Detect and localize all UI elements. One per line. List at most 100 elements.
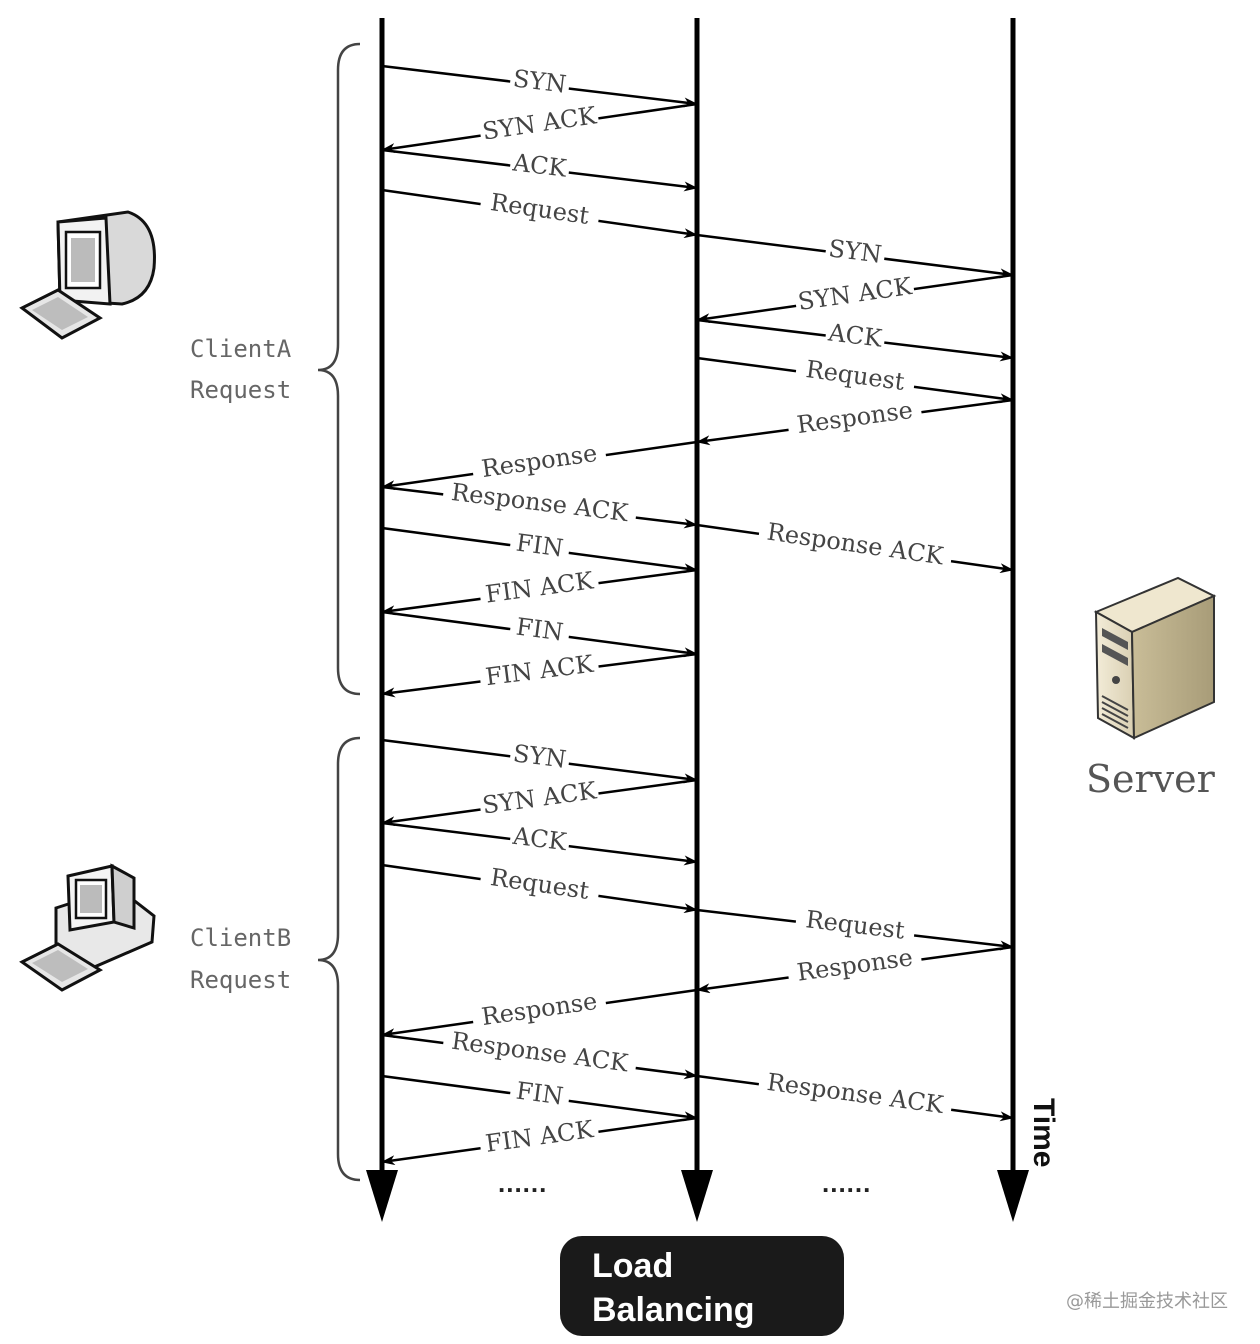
message-label: SYN ACK — [796, 272, 914, 316]
message-3: ACK — [381, 148, 698, 192]
message-22: Response — [696, 943, 1014, 994]
message-label: Response — [795, 396, 914, 439]
message-label-background — [471, 988, 608, 1033]
server-label: Server — [1086, 757, 1216, 801]
message-label: FIN ACK — [484, 566, 596, 608]
server-icon — [1093, 576, 1217, 740]
message-label: FIN — [514, 613, 564, 647]
message-12: Response ACK — [696, 518, 1014, 574]
message-9: Response — [696, 396, 1014, 446]
message-4: Request — [381, 188, 698, 239]
message-label-background — [824, 320, 887, 354]
load-balancing-badge: Load Balancing — [560, 1236, 844, 1336]
message-label-background — [508, 530, 571, 564]
message-label-background — [793, 274, 916, 317]
message-24: Response ACK — [381, 1027, 698, 1080]
message-5: SYN — [696, 233, 1014, 279]
message-label-background — [478, 651, 600, 693]
message-label-background — [441, 479, 638, 529]
message-label: SYN — [511, 739, 567, 773]
computer-icon-client-b — [19, 863, 156, 992]
client-a-label-line1: ClientA — [190, 335, 292, 363]
message-label: Request — [489, 188, 592, 230]
computer-icon-client-a — [19, 210, 156, 340]
message-label-background — [508, 741, 571, 775]
message-label-background — [786, 397, 923, 441]
message-label: ACK — [510, 148, 569, 182]
message-label-background — [794, 906, 916, 947]
message-label-background — [478, 778, 600, 821]
continuation-dots-right: ...... — [822, 1168, 871, 1198]
message-label: Response ACK — [765, 518, 946, 571]
message-label: Request — [489, 863, 592, 905]
message-label-background — [478, 103, 600, 147]
message-7: ACK — [696, 318, 1014, 362]
message-6: SYN ACK — [696, 272, 1014, 324]
message-label: SYN ACK — [481, 101, 599, 145]
message-label-background — [824, 236, 887, 270]
message-label: ACK — [826, 318, 885, 352]
message-label: Response — [480, 987, 599, 1031]
message-label-background — [508, 823, 571, 858]
continuation-dots-left: ...... — [498, 1168, 547, 1198]
message-label-background — [471, 440, 608, 485]
message-19: ACK — [381, 822, 698, 866]
message-label: Response — [795, 943, 914, 986]
message-label-background — [794, 356, 916, 398]
message-23: Response — [381, 987, 698, 1039]
message-label: Response ACK — [765, 1068, 946, 1119]
message-label-background — [508, 1078, 571, 1112]
message-label: SYN — [827, 234, 883, 268]
message-label: SYN — [512, 64, 568, 98]
message-label-background — [786, 944, 923, 989]
watermark: @稀土掘金技术社区 — [1066, 1291, 1228, 1312]
message-17: SYN — [381, 738, 698, 784]
message-label: SYN ACK — [481, 776, 599, 819]
brace-client-b — [317, 736, 361, 1182]
client-b-label-line1: ClientB — [190, 924, 291, 952]
message-label: Response ACK — [450, 478, 631, 527]
message-label-background — [508, 150, 571, 184]
message-14: FIN ACK — [381, 566, 698, 616]
message-25: Response ACK — [696, 1068, 1014, 1122]
message-label-background — [478, 1116, 600, 1160]
message-label-background — [508, 614, 571, 648]
message-8: Request — [696, 355, 1014, 404]
message-27: FIN ACK — [381, 1115, 698, 1166]
message-label: ACK — [510, 822, 569, 857]
message-18: SYN ACK — [381, 776, 698, 827]
lifeline-server — [997, 18, 1029, 1222]
message-10: Response — [381, 439, 698, 491]
message-11: Response ACK — [381, 478, 698, 529]
message-2: SYN ACK — [381, 101, 698, 154]
message-label-background — [478, 568, 600, 610]
message-26: FIN — [381, 1074, 698, 1122]
message-label: Response ACK — [450, 1027, 631, 1078]
message-15: FIN — [381, 610, 698, 658]
client-a-label-line2: Request — [190, 376, 291, 404]
message-label-background — [479, 864, 601, 907]
message-16: FIN ACK — [381, 650, 698, 698]
message-label: FIN — [514, 1077, 564, 1111]
load-balancing-line1: Load — [592, 1247, 673, 1285]
message-21: Request — [696, 905, 1014, 951]
time-axis-label: Time — [1027, 1098, 1060, 1167]
message-1: SYN — [381, 64, 698, 108]
message-label-background — [508, 66, 571, 100]
message-label: FIN ACK — [484, 1115, 596, 1158]
message-13: FIN — [381, 526, 698, 574]
message-label-background — [441, 1028, 638, 1079]
load-balancing-line2: Balancing — [592, 1291, 754, 1329]
message-label-background — [479, 189, 601, 232]
message-label-background — [757, 1069, 954, 1121]
lifeline-client — [366, 18, 398, 1222]
message-20: Request — [381, 863, 698, 914]
message-label: FIN — [514, 529, 564, 563]
message-label: Response — [480, 439, 599, 483]
client-b-label-line2: Request — [190, 966, 291, 994]
brace-client-a — [317, 42, 361, 696]
message-label-background — [757, 518, 954, 573]
lifeline-load-balancer — [681, 18, 713, 1222]
message-label: Request — [804, 905, 906, 944]
